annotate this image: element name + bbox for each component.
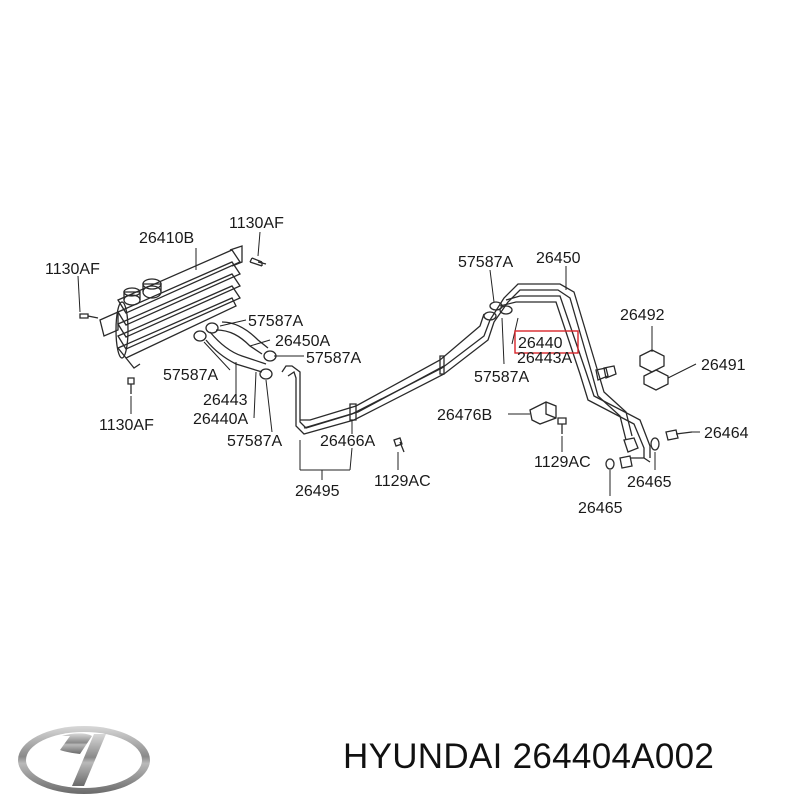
- label-26466a: 26466A: [320, 433, 375, 450]
- label-26443a: 26443A: [517, 350, 572, 367]
- leader-lines: [77, 231, 700, 496]
- label-26492: 26492: [620, 307, 665, 324]
- label-26465-2: 26465: [578, 500, 623, 517]
- cooler-pipe-icon: [281, 283, 651, 469]
- label-26440: 26440: [518, 335, 563, 352]
- oil-cooler-icon: [99, 245, 243, 369]
- bolt-icon: [557, 417, 567, 434]
- label-57587a-5: 57587A: [458, 254, 513, 271]
- washer-icon: [605, 437, 660, 470]
- label-1130af-top: 1130AF: [229, 215, 284, 232]
- label-1130af-bottom: 1130AF: [99, 417, 154, 434]
- label-26410b: 26410B: [139, 230, 194, 247]
- label-26450: 26450: [536, 250, 581, 267]
- bolt-icon: [79, 313, 99, 319]
- bolt-icon: [127, 377, 135, 394]
- pipe-clip-icon: [639, 349, 669, 391]
- label-26443-left: 26443: [203, 392, 248, 409]
- highlight-box: [514, 330, 579, 354]
- label-1129ac-2: 1129AC: [534, 454, 591, 471]
- label-26491: 26491: [701, 357, 746, 374]
- label-26465-1: 26465: [627, 474, 672, 491]
- bolt-icon: [665, 429, 693, 441]
- label-57587a-1: 57587A: [248, 313, 303, 330]
- label-26440a: 26440A: [193, 411, 248, 428]
- label-26450a: 26450A: [275, 333, 330, 350]
- label-26476b: 26476B: [437, 407, 492, 424]
- label-26495: 26495: [295, 483, 340, 500]
- label-57587a-4: 57587A: [227, 433, 282, 450]
- hyundai-logo-icon: [18, 726, 150, 794]
- pipe-bracket-icon: [529, 401, 557, 425]
- bolt-icon: [393, 437, 405, 453]
- label-57587a-6: 57587A: [474, 369, 529, 386]
- hose-clamp-icon: [483, 301, 513, 321]
- bolt-icon: [249, 257, 267, 267]
- label-1130af-left: 1130AF: [45, 261, 100, 278]
- label-1129ac-1: 1129AC: [374, 473, 431, 490]
- label-57587a-3: 57587A: [163, 367, 218, 384]
- label-26464: 26464: [704, 425, 749, 442]
- part-number-title: HYUNDAI 264404A002: [343, 737, 715, 776]
- label-57587a-2: 57587A: [306, 350, 361, 367]
